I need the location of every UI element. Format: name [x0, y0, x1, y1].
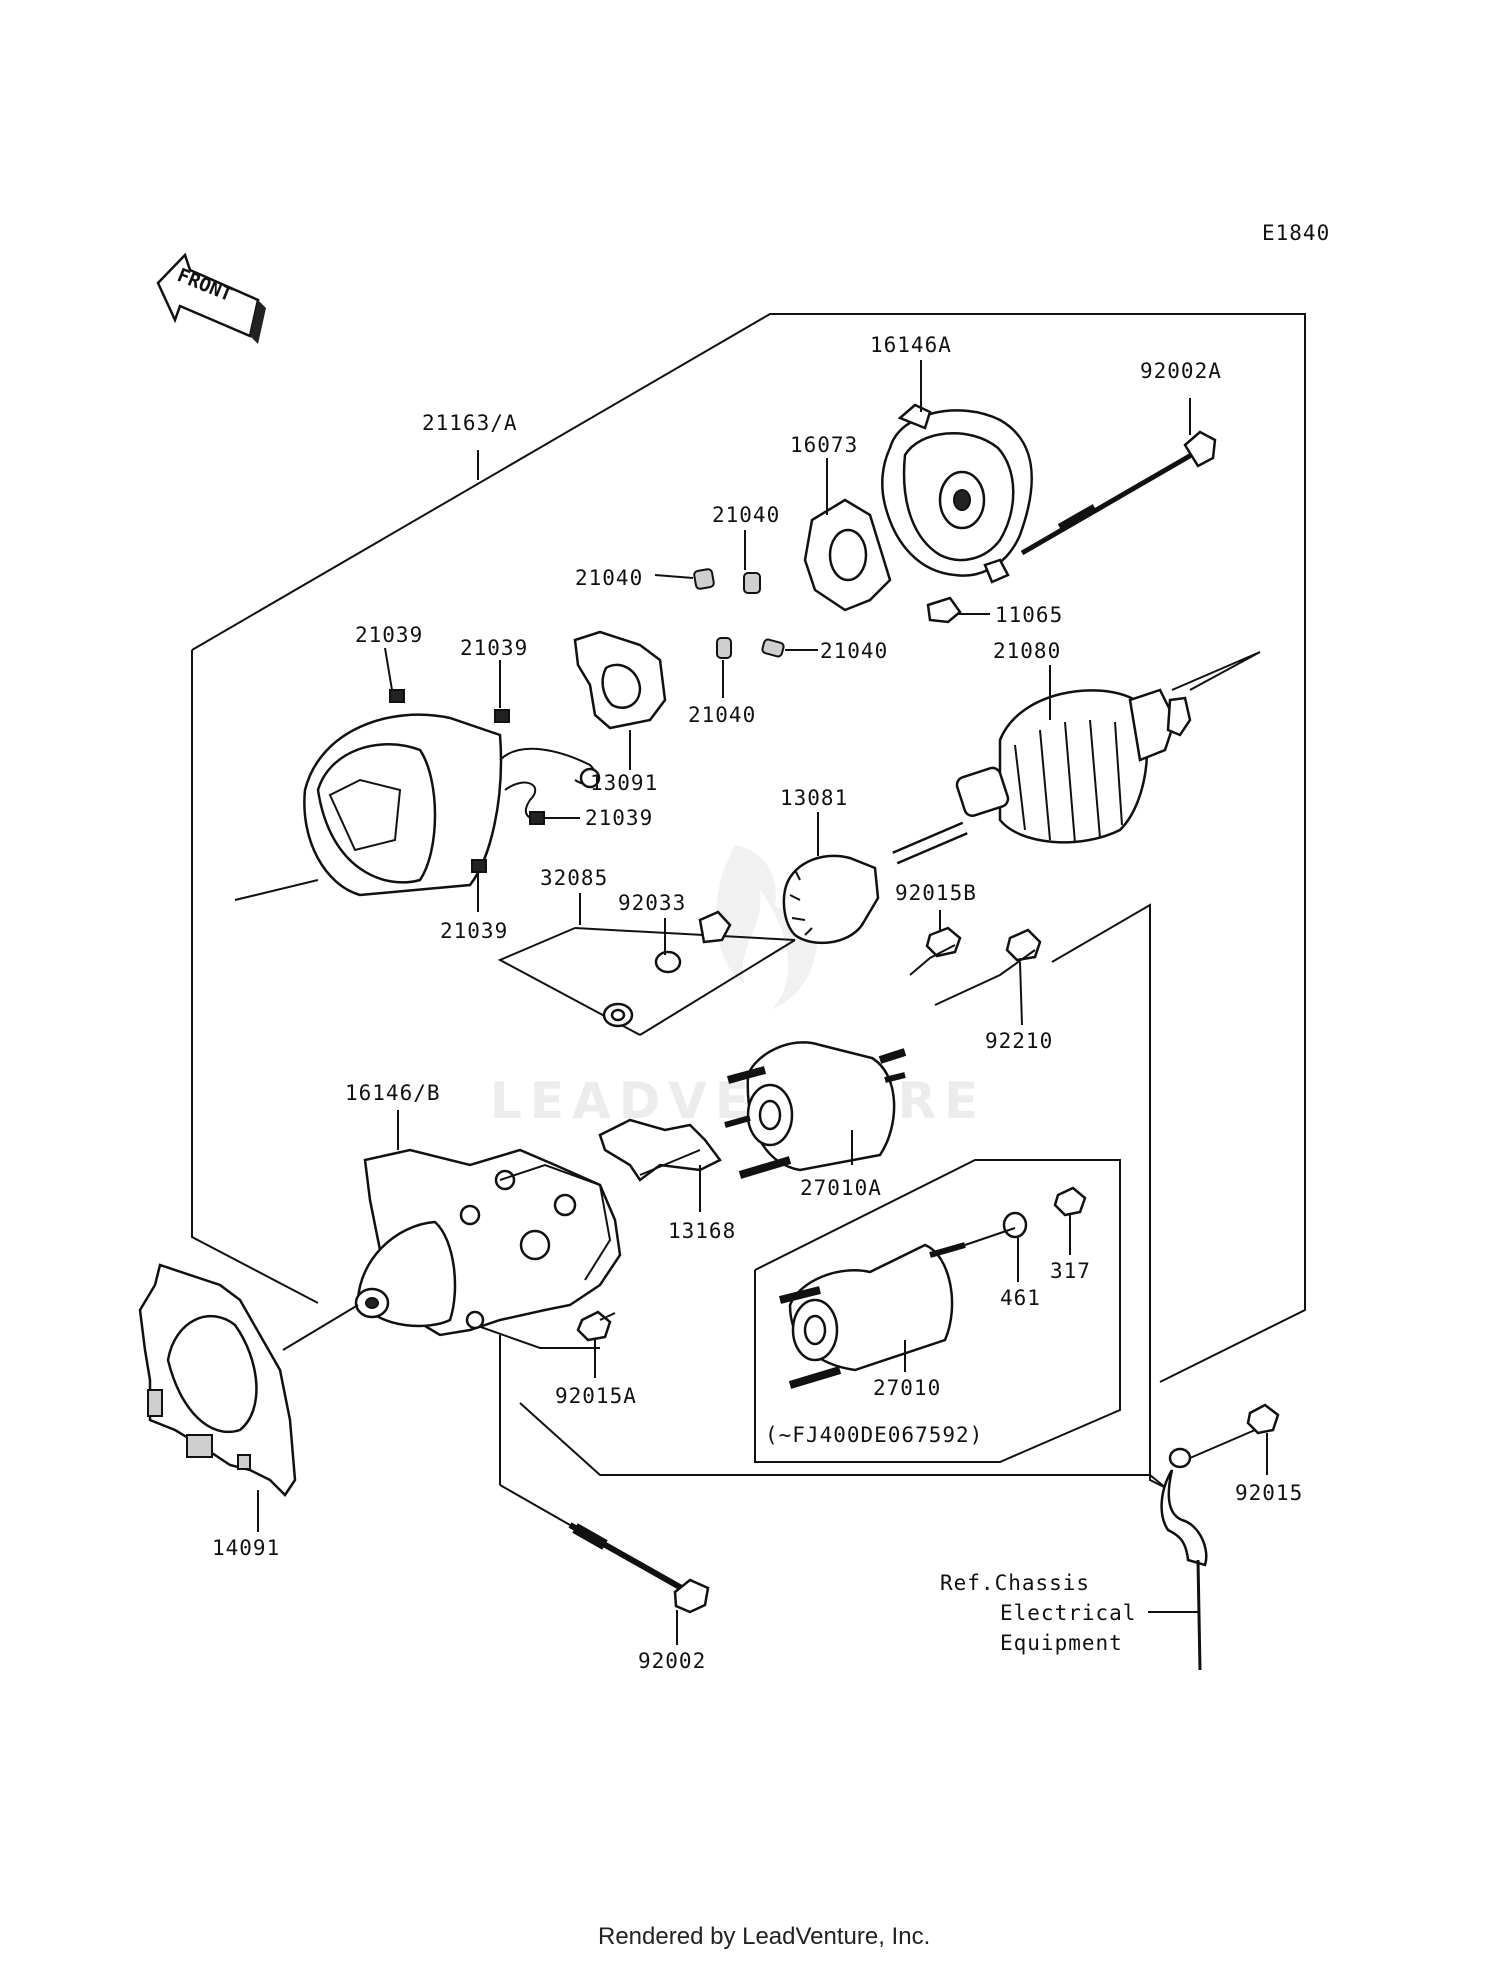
drive-housing-16146b	[354, 1148, 622, 1337]
nut-317	[1053, 1186, 1087, 1217]
label-21039-b: 21039	[460, 636, 528, 660]
label-27010: 27010	[873, 1376, 941, 1400]
reference-line-1: Ref.Chassis	[940, 1571, 1090, 1595]
label-21040-top: 21040	[712, 503, 780, 527]
label-27010a: 27010A	[800, 1176, 882, 1200]
label-13091: 13091	[590, 771, 658, 795]
brush-springs-21040	[693, 568, 785, 659]
label-21039-d: 21039	[440, 919, 508, 943]
label-16146-b: 16146/B	[345, 1081, 441, 1105]
pinion-clutch-13081	[782, 854, 880, 945]
yoke-housing	[303, 689, 601, 897]
label-21039-a: 21039	[355, 623, 423, 647]
reference-line-2: Electrical	[1000, 1601, 1136, 1625]
label-13081: 13081	[780, 786, 848, 810]
label-21039-c: 21039	[585, 806, 653, 830]
assembly-outline	[191, 313, 1306, 1383]
label-92210: 92210	[985, 1029, 1053, 1053]
bolt-92002	[499, 1335, 710, 1614]
label-11065: 11065	[995, 603, 1063, 627]
serial-range-box	[754, 1159, 1121, 1463]
solenoid-bracket-outline	[519, 903, 1167, 1489]
brush-holder-13091	[573, 630, 667, 730]
nut-92015b	[925, 926, 962, 958]
label-92002: 92002	[638, 1649, 706, 1673]
label-13168: 13168	[668, 1219, 736, 1243]
nut-92015a	[576, 1310, 612, 1342]
label-21040-left: 21040	[575, 566, 643, 590]
brush-plate-16073	[803, 498, 892, 612]
diagram-code: E1840	[1262, 221, 1330, 245]
label-21040-bottom: 21040	[688, 703, 756, 727]
label-32085: 32085	[540, 866, 608, 890]
solenoid-27010a	[724, 1041, 907, 1179]
label-21080: 21080	[993, 639, 1061, 663]
label-14091: 14091	[212, 1536, 280, 1560]
part-labels: 21163/A 16146A 92002A 16073 21040 21040 …	[212, 333, 1303, 1673]
label-serial-range: (~FJ400DE067592)	[765, 1423, 983, 1447]
cover-plate-14091	[138, 1263, 297, 1497]
front-arrow-icon: FRONT	[156, 252, 266, 344]
nut-92210	[1005, 928, 1042, 962]
through-bolt-92002a	[1020, 430, 1217, 556]
label-461: 461	[1000, 1286, 1041, 1310]
label-16146a: 16146A	[870, 333, 952, 357]
shift-lever-13168	[598, 1118, 722, 1182]
kit-box-32085	[497, 910, 796, 1036]
ground-cable	[1160, 1429, 1256, 1671]
nut-92015	[1246, 1403, 1280, 1435]
leader-lines	[257, 360, 1268, 1645]
label-317: 317	[1050, 1259, 1091, 1283]
rear-cover-16146a	[881, 403, 1033, 584]
solenoid-27010	[779, 1227, 1016, 1389]
label-92002a: 92002A	[1140, 359, 1222, 383]
reference-line-3: Equipment	[1000, 1631, 1123, 1655]
label-16073: 16073	[790, 433, 858, 457]
label-21163-a: 21163/A	[422, 411, 518, 435]
label-21040-right: 21040	[820, 639, 888, 663]
footer-credit: Rendered by LeadVenture, Inc.	[598, 1923, 930, 1950]
label-92015: 92015	[1235, 1481, 1303, 1505]
armature-21080	[892, 651, 1261, 865]
washer-461	[1002, 1211, 1028, 1239]
label-92015b: 92015B	[895, 881, 977, 905]
label-92033: 92033	[618, 891, 686, 915]
label-92015a: 92015A	[555, 1384, 637, 1408]
grommet-11065	[926, 596, 962, 624]
